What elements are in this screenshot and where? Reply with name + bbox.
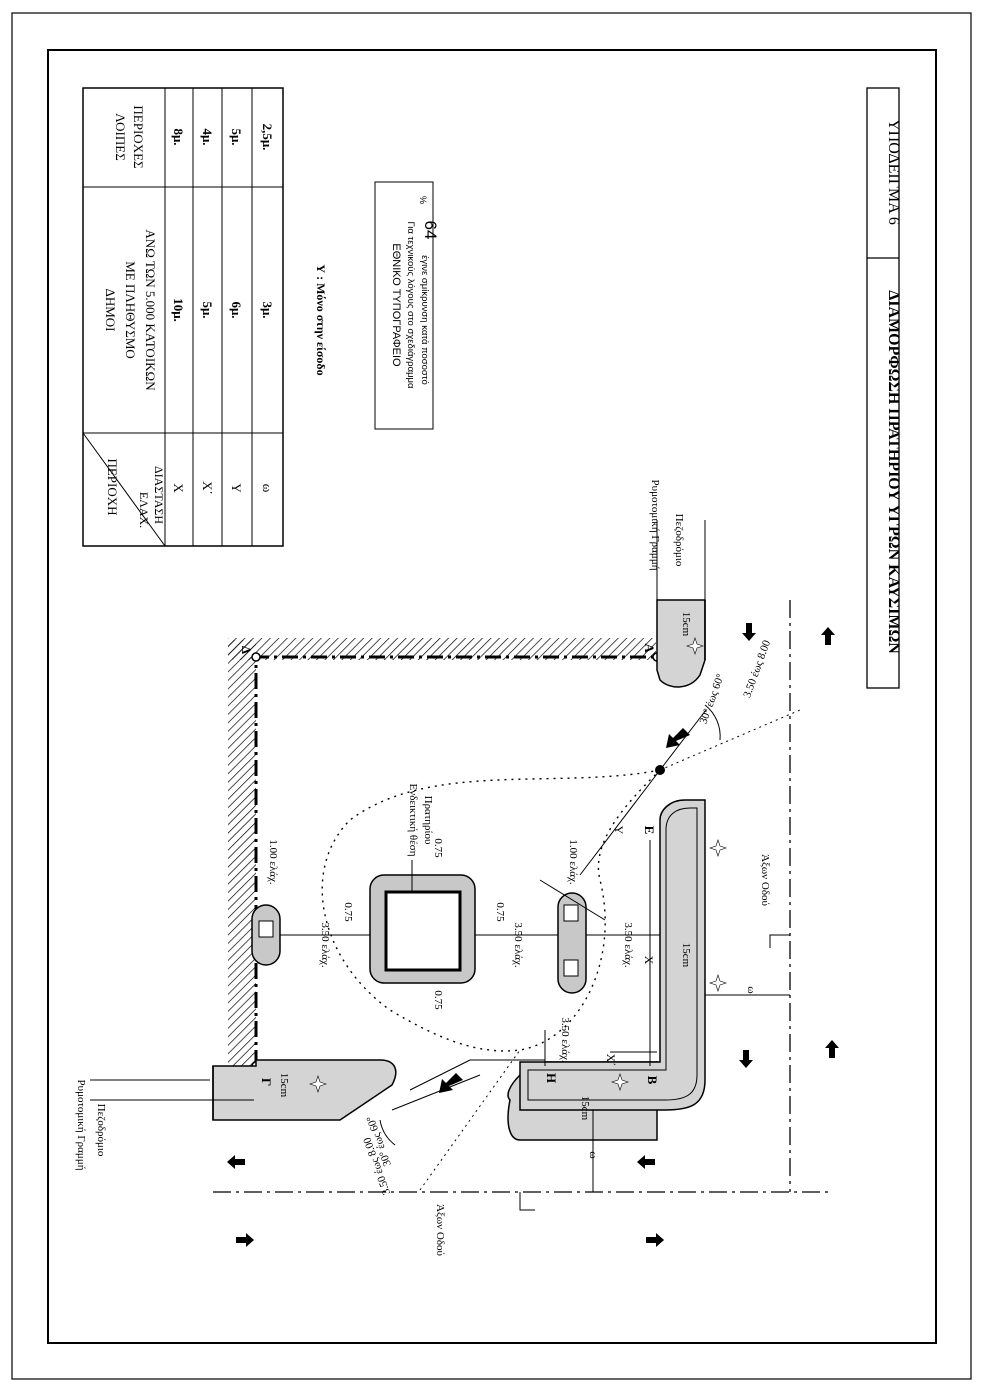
dim-350-lower: 3.50 ελάχ.: [622, 922, 634, 968]
kerb-label-corner: 15cm: [680, 943, 692, 968]
label-pavement-top: Πεζοδρόμιο: [95, 1104, 107, 1157]
kerb-label-middle: 15cm: [579, 1096, 591, 1121]
exit-arrow: [439, 1073, 463, 1093]
pavement-right-top: [656, 599, 706, 688]
traffic-arrows: [227, 623, 839, 1247]
kerb-label-right: 15cm: [680, 612, 692, 637]
arrow-left-1: [227, 1155, 245, 1169]
table-row-omega-col2: 2,5μ.: [260, 124, 275, 151]
road-axis-label-right: Άξων Οδού: [759, 854, 771, 906]
corner-label-beta: B: [645, 1076, 660, 1085]
table-col1-header-3: ΑΝΩ ΤΩΝ 5.000 ΚΑΤΟΙΚΩΝ: [143, 229, 158, 391]
road-axis-label-top: Άξων Οδού: [434, 1204, 446, 1256]
angle-label-right: 30° έως 60°: [698, 672, 727, 725]
stamp-line1: Για τεχνικούς λόγους στο σχεδιάγραμμα: [405, 221, 416, 389]
note-y-entrance-only: Υ : Μόνο στην είσοδο: [314, 264, 328, 375]
stamp-title: ΕΘΝΙΚΟ ΤΥΠΟΓΡΑΦΕΙΟ: [390, 243, 402, 367]
arrow-down-2: [742, 623, 756, 641]
outer-border: [11, 12, 972, 1380]
station-position-label-2: Πρατηρίου: [422, 796, 434, 845]
arrow-right-2: [646, 1233, 664, 1247]
table-corner-dim-2: ΔΙΑΣΤΑΣΗ: [152, 466, 166, 524]
table-row-xprime-col2: 4μ.: [200, 128, 215, 145]
station-kiosk-inner: [384, 890, 462, 972]
table-row-y-col2: 5μ.: [229, 128, 244, 145]
stamp-percent: 64: [421, 221, 440, 240]
table-row-xprime-label: X΄: [200, 481, 215, 495]
dim-075-top: 0.75: [342, 902, 354, 922]
dim-350-entry: 3.50 ελάχ.: [559, 1017, 571, 1063]
dim-075-bottom: 0.75: [494, 902, 506, 922]
corner-label-gamma: Γ: [259, 1078, 274, 1086]
arrow-up-1: [825, 1040, 839, 1058]
arrow-left-2: [637, 1155, 655, 1169]
pavement-top-left: [212, 1059, 397, 1121]
printing-office-stamp: ΕΘΝΙΚΟ ΤΥΠΟΓΡΑΦΕΙΟ Για τεχνικούς λόγους …: [374, 181, 440, 430]
dim-350-middle: 3.50 ελάχ.: [512, 922, 524, 968]
site-plan: 15cm 15cm 15cm 15cm Ρυμοτομική Γραμμή Πε…: [75, 480, 839, 1256]
title-block: ΔΙΑΜΟΡΦΩΣΗ ΠΡΑΤΗΡΙΟΥ ΥΓΡΩΝ ΚΑΥΣΙΜΩΝ ΥΠΟΔ…: [866, 87, 902, 689]
pavement-stars: [309, 637, 727, 1093]
table-row-x-col2: 8μ.: [171, 128, 186, 145]
table-col1-header-2: ΜΕ ΠΛΗΘΥΣΜΟ: [123, 261, 138, 359]
width-label-right: 3.50 έως 8.00: [741, 638, 773, 699]
table-row-x-col1: 10μ.: [171, 298, 186, 322]
label-building-line-right: Ρυμοτομική Γραμμή: [649, 480, 661, 571]
inner-frame: [47, 49, 937, 1344]
corner-label-epsilon: E: [642, 826, 657, 835]
corner-label-alpha: A: [642, 643, 657, 653]
table-row-omega-label: ω: [260, 484, 275, 493]
kerb-label-top: 15cm: [278, 1073, 290, 1098]
dimension-table: ΠΕΡΙΟΧΗ ΕΛΑΧ. ΔΙΑΣΤΑΣΗ ΔΗΜΟΙ ΜΕ ΠΛΗΘΥΣΜΟ…: [82, 87, 284, 547]
label-pavement-right: Πεζοδρόμιο: [673, 514, 685, 567]
table-row-x-label: X: [171, 483, 186, 493]
corner-label-eta: H: [544, 1073, 559, 1083]
y-dim-label: Y: [612, 826, 626, 835]
label-building-line-top: Ρυμοτομική Γραμμή: [75, 1080, 87, 1171]
x-prime-dim-label: X΄: [604, 1054, 618, 1067]
table-corner-area: ΠΕΡΙΟΧΗ: [105, 458, 120, 515]
pavement-main-corner: [519, 799, 706, 1111]
omega-label-top: ω: [587, 1151, 599, 1158]
example-number: ΥΠΟΔΕΙΓΜΑ 6: [885, 119, 902, 225]
corner-delta-marker: [251, 652, 261, 662]
dim-100-bottom: 1.00 ελάχ.: [567, 839, 579, 885]
entry-arrow: [666, 728, 690, 748]
table-col1-header-1: ΔΗΜΟΙ: [103, 288, 118, 331]
drawing-title: ΔΙΑΜΟΡΦΩΣΗ ΠΡΑΤΗΡΙΟΥ ΥΓΡΩΝ ΚΑΥΣΙΜΩΝ: [885, 290, 902, 654]
stamp-line2: έγινε σμίκρυνση κατά ποσοστό: [419, 255, 430, 385]
hatch-top: [228, 640, 256, 1070]
arrow-up-2: [821, 627, 835, 645]
table-row-omega-col1: 3μ.: [260, 301, 275, 318]
dim-100-top: 1.00 ελάχ.: [267, 839, 279, 885]
table-corner-dim-1: ΕΛΑΧ.: [137, 492, 151, 528]
station-position-label-1: Ενδεικτική θέση: [407, 784, 419, 857]
dotted-envelope: [321, 768, 663, 1052]
dim-075-right: 0.75: [432, 990, 444, 1010]
stamp-percent-sign: %: [418, 196, 428, 204]
table-row-xprime-col1: 5μ.: [200, 301, 215, 318]
dim-075-left: 0.75: [432, 838, 444, 858]
arrow-down-1: [739, 1050, 753, 1068]
dim-350-top: 3.50 ελάχ.: [319, 922, 331, 968]
table-col2-header-2: ΠΕΡΙΟΧΕΣ: [131, 105, 146, 168]
table-col2-header-1: ΛΟΙΠΕΣ: [113, 113, 128, 161]
table-row-y-label: Y: [229, 483, 244, 493]
x-dim-label: X: [642, 956, 656, 965]
table-row-y-col1: 6μ.: [229, 301, 244, 318]
omega-label-right: ω: [745, 986, 757, 993]
arrow-right-1: [236, 1233, 254, 1247]
hatch-right: [228, 638, 656, 660]
corner-label-delta: Δ: [239, 646, 254, 654]
